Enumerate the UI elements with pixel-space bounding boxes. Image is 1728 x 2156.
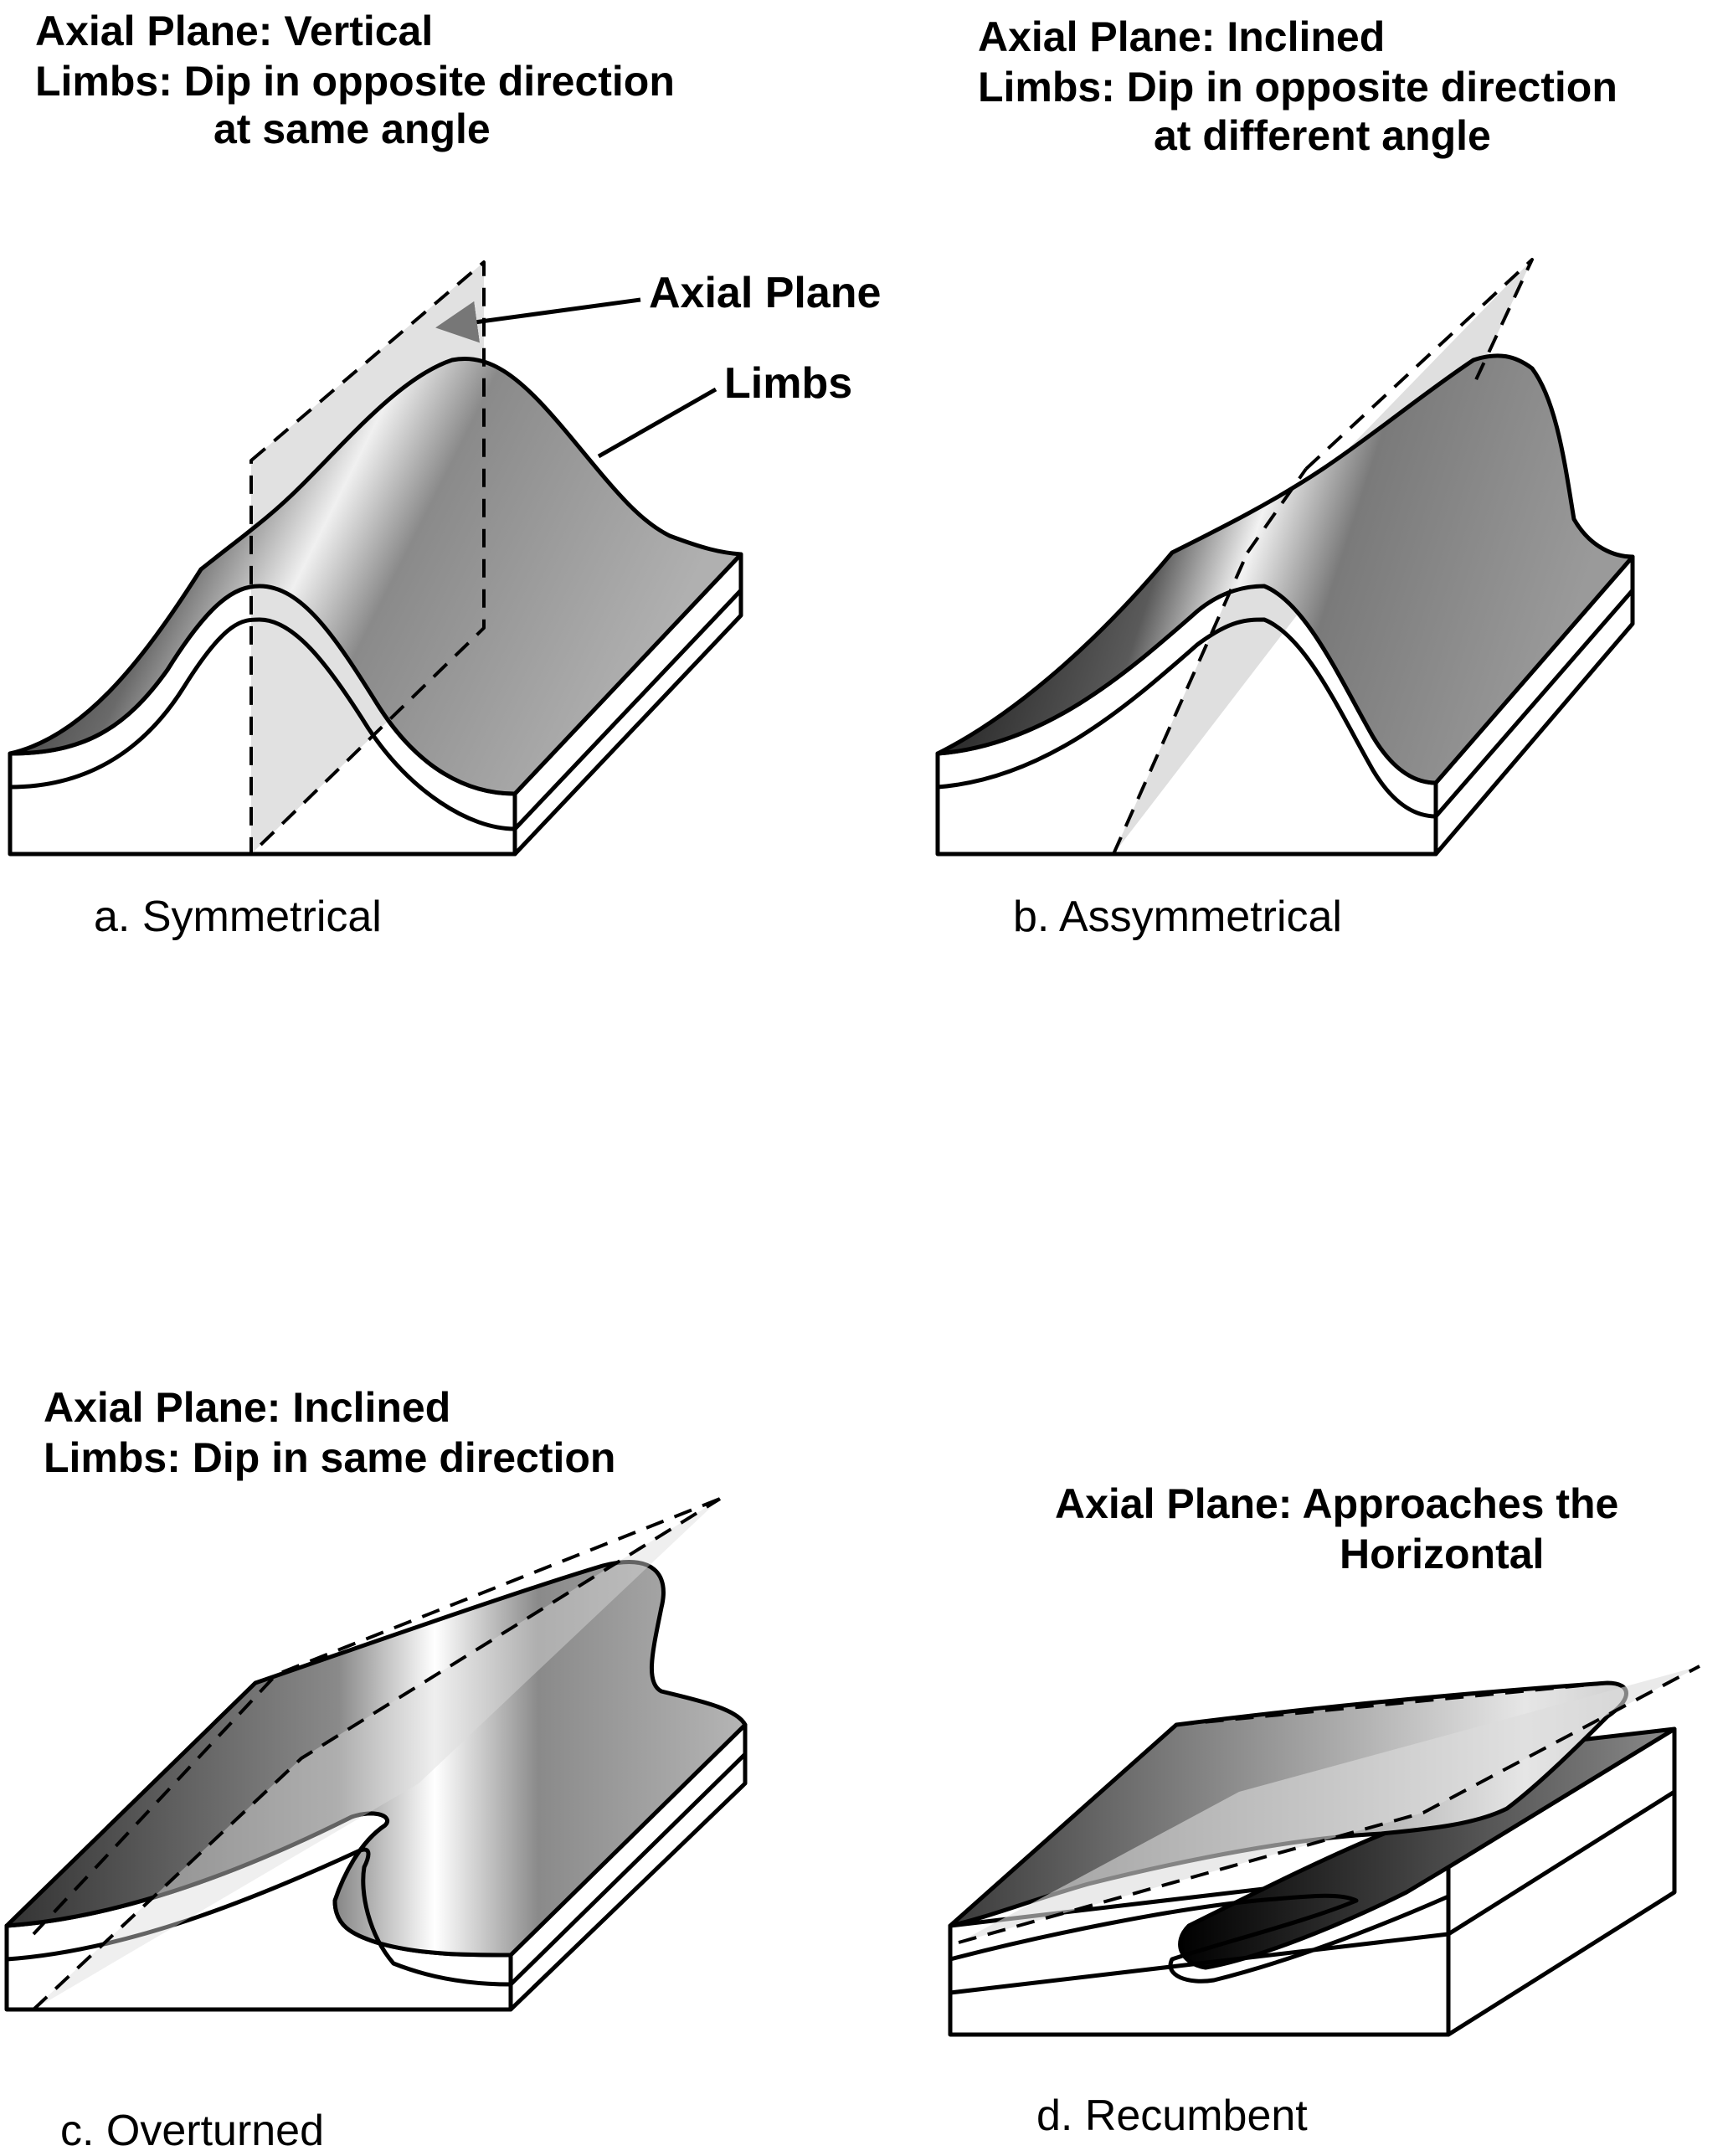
panel-b-header-line3: at different angle — [1154, 112, 1491, 159]
panel-b-axial-plane-outline — [1112, 258, 1534, 855]
panel-a-axial-plane-leader — [435, 297, 641, 343]
panel-a-header-line2: Limbs: Dip in opposite direction — [35, 58, 675, 105]
panel-d-caption: d. Recumbent — [1036, 2092, 1308, 2140]
panel-d-block — [948, 1665, 1700, 2037]
panel-b-header-line2: Limbs: Dip in opposite direction — [978, 64, 1617, 111]
panel-b-fold-surface — [935, 353, 1635, 785]
panel-c-header-line2: Limbs: Dip in same direction — [44, 1434, 616, 1481]
panel-a-header-line1: Axial Plane: Vertical — [35, 8, 434, 54]
panel-c-axial-plane — [33, 1499, 720, 2009]
panel-c-header-line1: Axial Plane: Inclined — [44, 1384, 451, 1431]
panel-d-axial-plane — [959, 1666, 1700, 1942]
panel-d-stratum-line — [949, 1789, 1676, 1995]
panel-c-block — [4, 1497, 748, 2012]
panel-a-limbs-leader — [597, 387, 717, 459]
panel-b-caption: b. Assymmetrical — [1013, 893, 1342, 941]
panel-a-caption: a. Symmetrical — [94, 893, 382, 941]
panel-d-header-line1: Axial Plane: Approaches the — [1055, 1480, 1619, 1527]
panel-a-block — [8, 260, 743, 857]
panel-d-header-line2: Horizontal — [1340, 1531, 1545, 1577]
panel-b-header-line1: Axial Plane: Inclined — [978, 13, 1386, 60]
panel-c-stratum-line — [6, 1752, 747, 1987]
panel-d-axial-plane-outline — [949, 1665, 1700, 1944]
panel-a-axial-plane-outline — [249, 260, 486, 856]
panel-c-axial-plane-outline — [32, 1497, 722, 2011]
panel-a-stratum-line — [9, 589, 743, 831]
axial-plane-label: Axial Plane — [649, 269, 882, 317]
panel-b-stratum-line — [937, 589, 1634, 819]
panel-a-fold-surface — [8, 357, 743, 796]
panel-b-block — [935, 258, 1635, 857]
panel-a-header-line3: at same angle — [213, 105, 491, 152]
limbs-label: Limbs — [724, 359, 853, 408]
panel-d-fold-hinge-outline — [949, 1893, 1450, 1984]
panel-c-caption: c. Overturned — [60, 2107, 325, 2155]
panel-c-fold-surface — [4, 1560, 748, 1958]
